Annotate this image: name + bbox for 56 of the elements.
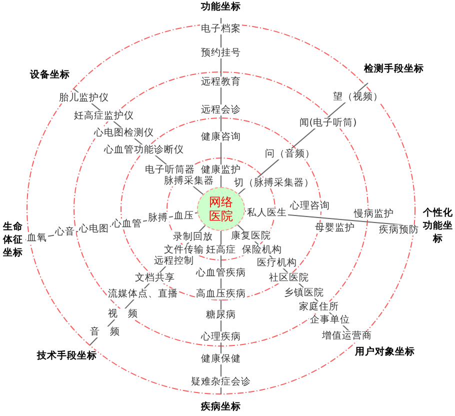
axis-item-label: 闻(电子听筒) <box>298 118 358 128</box>
axis-title: 用户对象坐标 <box>354 346 416 358</box>
axis-item-label: 血压 <box>173 210 195 222</box>
axis-item-label: 妊高症监护仪 <box>73 110 135 122</box>
axis-item-label: 母婴监护 <box>314 222 356 234</box>
axis-item-label: 疑难杂症会诊 <box>190 376 252 388</box>
axis-title: 技术手段坐标 <box>36 350 98 362</box>
axis-title: 疾病坐标 <box>200 402 242 412</box>
axis-title: 设备坐标 <box>29 70 71 80</box>
axis-title: 个性化功能坐标 <box>420 206 455 246</box>
axis-item-label: 健康咨询 <box>200 132 242 142</box>
axis-item-label: 康复医院 <box>230 230 272 242</box>
axis-item-label: 心血管疾病 <box>195 268 247 278</box>
axis-item-label: 健康监护 <box>200 164 242 176</box>
axis-item-label: 高血压疾病 <box>195 288 247 300</box>
axis-item-label: 心理咨询 <box>289 200 331 212</box>
axis-item-label: 妊高症 <box>205 244 237 256</box>
axis-item-label: 录制回放 <box>172 232 214 242</box>
axis-item-label: 电子听筒器 <box>144 164 196 176</box>
axis-item-label: 保险机构 <box>241 244 283 256</box>
axis-item-label: 预约挂号 <box>200 48 242 58</box>
axis-item-label: 慢病监护 <box>353 208 395 220</box>
axis-item-label: 心理疾病 <box>200 332 242 342</box>
axis-item-label: 增值运营商 <box>321 330 373 342</box>
axis-item-label: 心音 <box>54 226 76 238</box>
axis-item-label: 流媒体点、直播 <box>107 288 179 300</box>
axis-item-label: 心电图检测仪 <box>93 128 155 138</box>
axis-item-label: 远程教育 <box>200 76 242 88</box>
axis-item-label: 医疗机构 <box>256 258 298 268</box>
axis-item-label: 文件传输 <box>163 244 205 256</box>
axis-item-label: 企事单位 <box>309 314 351 326</box>
axis-item-label: 远程会诊 <box>200 104 242 116</box>
axis-title: 生命体征坐标 <box>0 220 26 260</box>
axis-item-label: 社区医院 <box>268 272 310 284</box>
hub-circle: 网络医院 <box>197 187 245 231</box>
axis-item-label: 糖尿病 <box>205 310 237 320</box>
axis-item-label: 乡镇医院 <box>283 288 325 298</box>
axis-title: 功能坐标 <box>200 2 242 12</box>
axis-item-label: 家庭住所 <box>298 302 340 312</box>
axis-item-label: 健康保健 <box>200 354 242 364</box>
axis-item-label: 血氧 <box>26 232 48 244</box>
axis-item-label: 心血管 <box>111 218 143 230</box>
axis-item-label: 视频 <box>107 308 138 320</box>
axis-item-label: 文档共享 <box>134 272 176 284</box>
axis-item-label: 胎儿监护仪 <box>58 92 110 104</box>
axis-item-label: 音频 <box>89 326 120 338</box>
axis-item-label: 电子档案 <box>200 24 242 34</box>
axis-item-label: 疾病预防 <box>378 224 420 236</box>
axis-item-label: 心电图 <box>78 224 110 234</box>
axis-item-label: 私人医生 <box>246 208 288 218</box>
axis-item-label: 切（脉搏采集器） <box>233 178 315 188</box>
axis-item-label: 远程控制 <box>153 256 195 266</box>
axis-item-label: 脉搏采集器 <box>163 176 215 186</box>
axis-title: 检测手段坐标 <box>363 64 425 74</box>
axis-item-label: 心血管功能诊断仪 <box>103 144 185 156</box>
axis-item-label: 脉搏 <box>147 212 169 224</box>
